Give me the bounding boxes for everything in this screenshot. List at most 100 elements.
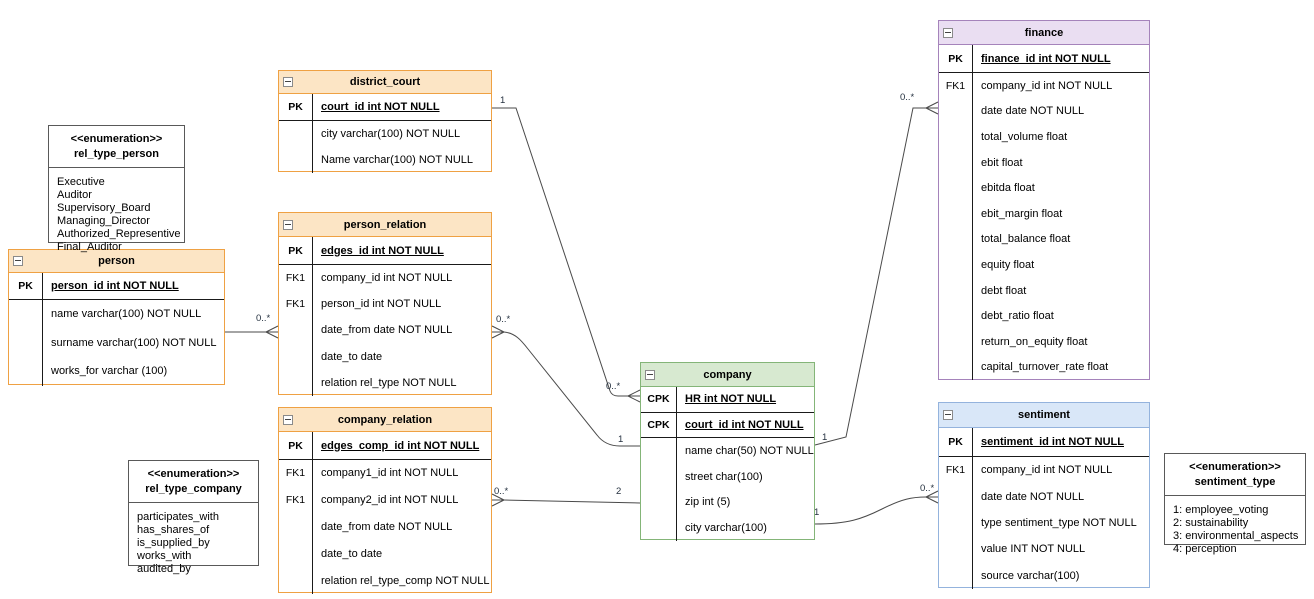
enum-value: participates_with (137, 511, 219, 523)
collapse-icon[interactable] (283, 414, 293, 425)
collapse-icon[interactable] (943, 27, 953, 38)
table-row: capital_turnover_rate float (939, 354, 1149, 381)
relationship-company_relation-company[interactable] (491, 493, 641, 507)
table-row: street char(100) (641, 463, 814, 490)
collapse-icon[interactable] (13, 256, 23, 266)
key-label (939, 124, 973, 150)
table-row: date_to date (279, 343, 491, 370)
cardinality-label: 1 (500, 95, 505, 106)
collapse-icon[interactable] (283, 219, 293, 230)
relationship-district_court-company[interactable] (492, 107, 641, 403)
enum-rel-type-person[interactable]: <<enumeration>> rel_type_person Executiv… (48, 125, 185, 253)
table-row: ebit float (939, 149, 1149, 176)
enum-sentiment-type[interactable]: <<enumeration>> sentiment_type 1: employ… (1164, 453, 1306, 555)
table-row: FK1 company_id int NOT NULL (279, 265, 491, 292)
field-text: finance_id int NOT NULL (981, 52, 1111, 65)
table-row: CPK HR int NOT NULL (641, 387, 814, 413)
field-text: name char(50) NOT NULL (685, 444, 814, 457)
entity-header: person (9, 250, 224, 273)
field-text: street char(100) (685, 470, 763, 483)
field-text: company_id int NOT NULL (981, 464, 1113, 477)
table-row: date date NOT NULL (939, 483, 1149, 510)
key-label (939, 277, 973, 304)
key-label (279, 540, 313, 568)
enum-header: <<enumeration>> rel_type_company (129, 461, 258, 503)
key-label (279, 369, 313, 396)
relationship-person-person_relation[interactable] (225, 325, 279, 339)
relationship-company-finance[interactable] (814, 101, 939, 446)
entity-title: person_relation (343, 218, 427, 231)
table-row: value INT NOT NULL (939, 536, 1149, 563)
entity-person-relation[interactable]: person_relation PK edges_id int NOT NULL… (278, 212, 492, 396)
key-label (9, 357, 43, 386)
relationship-person_relation-company[interactable] (491, 325, 640, 447)
key-label (641, 515, 677, 541)
key-label: FK1 (939, 457, 973, 484)
enum-value: 2: sustainability (1173, 516, 1249, 529)
enum-value: 4: perception (1173, 542, 1237, 555)
key-label (939, 175, 973, 201)
field-text: zip int (5) (685, 496, 731, 509)
enum-value: audited_by (137, 562, 191, 575)
crowsfoot-icon (627, 389, 641, 403)
table-row: relation rel_type_comp NOT NULL (279, 567, 491, 594)
entity-district-court[interactable]: district_court PK court_id int NOT NULL … (278, 70, 492, 173)
key-label: FK1 (279, 486, 313, 514)
crowsfoot-icon (925, 490, 939, 504)
key-label: CPK (641, 412, 677, 437)
entity-sentiment[interactable]: sentiment PK sentiment_id int NOT NULL F… (938, 402, 1150, 589)
table-row: PK edges_id int NOT NULL (279, 237, 491, 265)
table-row: CPK court_id int NOT NULL (641, 412, 814, 438)
table-row: PK court_id int NOT NULL (279, 94, 491, 121)
field-text: type sentiment_type NOT NULL (981, 516, 1137, 529)
relationship-company-sentiment[interactable] (814, 490, 939, 525)
entity-person[interactable]: person PK person_id int NOT NULL name va… (8, 249, 225, 386)
entity-finance[interactable]: finance PK finance_id int NOT NULL FK1 c… (938, 20, 1150, 381)
enum-name: rel_type_company (145, 483, 242, 495)
cardinality-label: 1 (618, 434, 623, 445)
key-label (279, 147, 313, 173)
cardinality-label: 0..* (920, 483, 935, 494)
table-row: date_to date (279, 540, 491, 568)
enum-value: 1: employee_voting (1173, 504, 1269, 516)
key-label (939, 328, 973, 355)
table-row: date date NOT NULL (939, 98, 1149, 125)
entity-company-relation[interactable]: company_relation PK edges_comp_id int NO… (278, 407, 492, 594)
field-text: court_id int NOT NULL (321, 101, 440, 113)
field-text: date date NOT NULL (981, 105, 1085, 118)
crowsfoot-icon (491, 325, 505, 339)
enum-stereotype: <<enumeration>> (70, 133, 163, 145)
table-row: total_balance float (939, 226, 1149, 253)
field-text: company_id int NOT NULL (321, 272, 453, 285)
enum-value: works_with (137, 549, 192, 562)
key-label: FK1 (279, 291, 313, 318)
collapse-icon[interactable] (283, 77, 293, 87)
entity-header: district_court (279, 71, 491, 94)
collapse-icon[interactable] (645, 369, 655, 380)
key-label: PK (939, 45, 973, 72)
enum-rel-type-company[interactable]: <<enumeration>> rel_type_company partici… (128, 460, 259, 575)
collapse-icon[interactable] (943, 410, 953, 420)
key-label: FK1 (939, 73, 973, 99)
entity-title: district_court (349, 76, 421, 88)
cardinality-label: 1 (822, 432, 827, 443)
field-text: date_to date (321, 350, 383, 363)
table-row: total_volume float (939, 124, 1149, 150)
table-row: type sentiment_type NOT NULL (939, 509, 1149, 537)
key-label (939, 149, 973, 176)
table-row: name char(50) NOT NULL (641, 438, 814, 464)
key-label (9, 328, 43, 358)
key-label (641, 489, 677, 516)
key-label (939, 200, 973, 227)
entity-company[interactable]: company CPK HR int NOT NULL CPK court_id… (640, 362, 815, 541)
field-text: return_on_equity float (981, 335, 1088, 348)
enum-value: Auditor (57, 188, 92, 201)
table-row: surname varchar(100) NOT NULL (9, 328, 224, 358)
key-label (279, 343, 313, 370)
key-label: PK (279, 432, 313, 459)
enum-value: Authorized_Representive (57, 227, 181, 240)
key-label (939, 562, 973, 589)
crowsfoot-icon (925, 101, 939, 115)
field-text: relation rel_type NOT NULL (321, 376, 457, 389)
field-text: surname varchar(100) NOT NULL (51, 336, 217, 349)
